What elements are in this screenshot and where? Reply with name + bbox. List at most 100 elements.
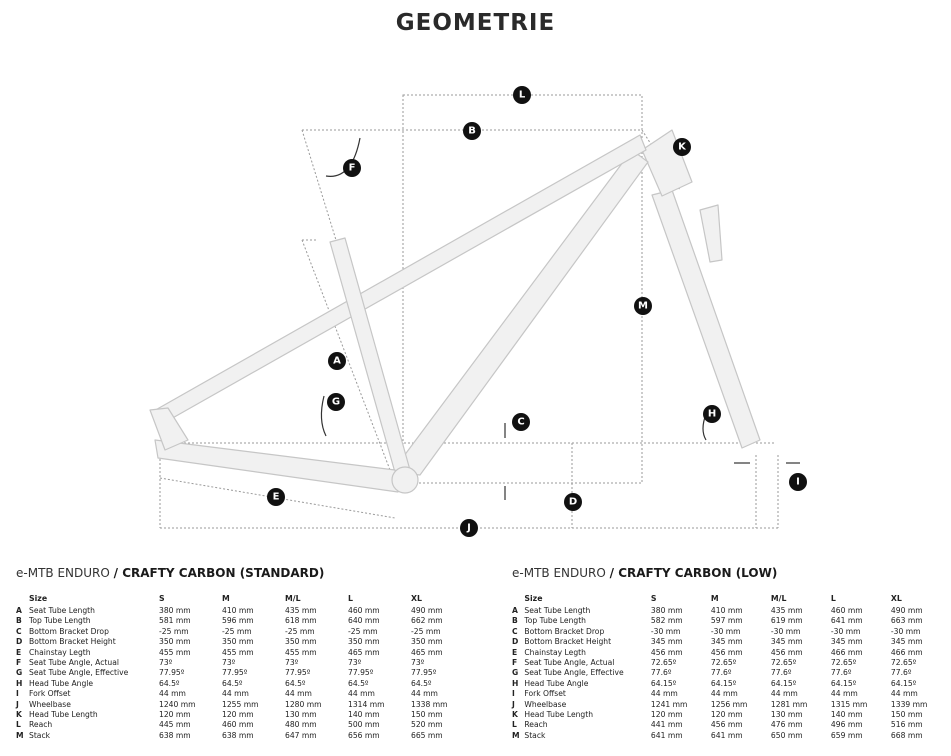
badge-i: I	[789, 473, 807, 491]
row-value: 345 mm	[710, 637, 743, 647]
row-name: Wheelbase	[524, 699, 567, 709]
badge-a: A	[328, 352, 346, 370]
row-code: M	[512, 730, 520, 740]
row-value: 1241 mm	[650, 699, 688, 709]
row-value: 490 mm	[890, 606, 923, 615]
svg-text:M: M	[638, 301, 648, 312]
badge-d: D	[564, 493, 582, 511]
row-value: 64.15º	[830, 678, 857, 688]
header-code	[512, 592, 524, 606]
row-value: 73º	[348, 658, 362, 668]
row-value: 130 mm	[285, 710, 317, 720]
badge-k: K	[673, 138, 691, 156]
row-value: 659 mm	[830, 730, 863, 740]
row-value: 619 mm	[770, 616, 803, 626]
header-xl: XL	[890, 593, 902, 603]
row-value: 345 mm	[770, 637, 803, 647]
row-code: F	[512, 658, 518, 668]
row-name: Top Tube Length	[524, 616, 586, 626]
row-value: 77.95º	[348, 668, 374, 678]
row-value: 64.5º	[411, 678, 432, 688]
header-ml: M/L	[285, 593, 301, 603]
row-name: Fork Offset	[29, 689, 71, 699]
row-name: Head Tube Angle	[524, 678, 589, 688]
row-value: 445 mm	[159, 720, 191, 730]
row-name: Head Tube Angle	[29, 678, 94, 688]
row-value: 44 mm	[890, 689, 918, 699]
row-value: 455 mm	[222, 647, 254, 657]
row-value: -25 mm	[411, 626, 441, 636]
row-value: 1280 mm	[285, 699, 322, 709]
row-value: 72.65º	[770, 658, 797, 668]
row-value: 77.6º	[770, 668, 792, 678]
row-value: 465 mm	[411, 647, 443, 657]
row-value: 455 mm	[285, 647, 317, 657]
header-code	[16, 592, 29, 606]
row-name: Stack	[29, 730, 51, 740]
dimension-badges: L B K F M A G H C I E D J	[267, 86, 807, 537]
page-title: GEOMETRIE	[395, 10, 556, 36]
row-value: 597 mm	[710, 616, 743, 626]
table-title-suffix: / CRAFTY CARBON (STANDARD)	[113, 566, 325, 580]
table-header-row: Size S M M/L L XL	[16, 592, 474, 606]
row-value: 380 mm	[159, 606, 191, 615]
row-value: 1281 mm	[770, 699, 808, 709]
row-value: 456 mm	[650, 647, 683, 657]
row-value: 64.5º	[285, 678, 306, 688]
row-name: Seat Tube Angle, Effective	[524, 668, 624, 678]
row-name: Wheelbase	[29, 699, 71, 709]
row-name: Seat Tube Angle, Actual	[524, 658, 615, 668]
row-value: 596 mm	[222, 616, 254, 626]
row-name: Bottom Bracket Height	[29, 637, 116, 647]
row-value: 1314 mm	[348, 699, 385, 709]
row-value: 44 mm	[710, 689, 738, 699]
row-name: Bottom Bracket Drop	[29, 626, 109, 636]
badge-f: F	[343, 159, 361, 177]
row-value: 465 mm	[348, 647, 380, 657]
row-name: Chainstay Legth	[29, 647, 91, 657]
row-value: 345 mm	[650, 637, 683, 647]
row-value: -30 mm	[770, 626, 801, 636]
row-value: 641 mm	[710, 730, 743, 740]
row-name: Stack	[524, 730, 546, 740]
row-value: 656 mm	[348, 730, 380, 740]
svg-text:K: K	[678, 142, 687, 153]
badge-m: M	[634, 297, 652, 315]
row-value: 64.5º	[348, 678, 369, 688]
row-value: 140 mm	[348, 710, 380, 720]
table-title-prefix: e-MTB ENDURO	[512, 566, 606, 580]
row-value: 516 mm	[890, 720, 923, 730]
header-l: L	[830, 593, 836, 603]
row-value: 44 mm	[285, 689, 312, 699]
row-code: H	[512, 678, 519, 688]
row-value: 345 mm	[830, 637, 863, 647]
row-value: 455 mm	[159, 647, 191, 657]
row-value: 456 mm	[710, 647, 743, 657]
row-name: Seat Tube Length	[29, 606, 95, 615]
row-code: B	[512, 616, 518, 626]
badge-b: B	[463, 122, 481, 140]
row-value: -25 mm	[348, 626, 378, 636]
row-value: 73º	[222, 658, 236, 668]
row-name: Seat Tube Angle, Actual	[29, 658, 119, 668]
row-name: Reach	[524, 720, 548, 730]
row-value: 64.15º	[770, 678, 797, 688]
row-code: D	[16, 637, 23, 647]
row-value: 638 mm	[222, 730, 254, 740]
header-s: S	[650, 593, 657, 603]
row-value: 350 mm	[222, 637, 254, 647]
row-name: Chainstay Legth	[524, 647, 586, 657]
row-value: 72.65º	[890, 658, 917, 668]
row-value: 1255 mm	[222, 699, 259, 709]
